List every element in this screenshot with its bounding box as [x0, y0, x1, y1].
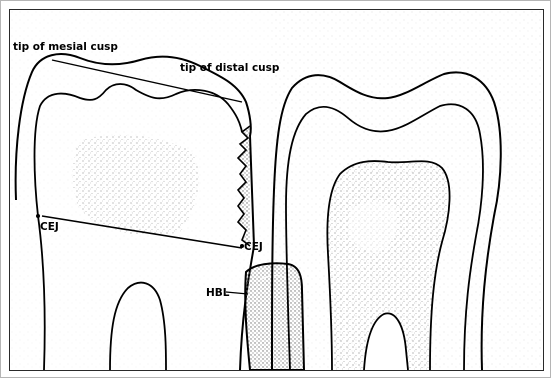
label-tip-of-distal-cusp: tip of distal cusp: [180, 62, 280, 74]
bone-septum: [245, 263, 304, 370]
cej-right-marker: [240, 244, 244, 248]
alveolar-bone: [245, 263, 304, 370]
cej-left-marker: [36, 214, 40, 218]
tooth-diagram: tip of mesial cusp tip of distal cusp CE…: [10, 10, 543, 370]
label-cej-right: CEJ: [244, 241, 263, 253]
label-hbl: HBL: [206, 287, 230, 299]
label-cej-left: CEJ: [40, 221, 59, 233]
diagram-panel: tip of mesial cusp tip of distal cusp CE…: [9, 9, 544, 371]
label-tip-of-mesial-cusp: tip of mesial cusp: [13, 41, 118, 53]
